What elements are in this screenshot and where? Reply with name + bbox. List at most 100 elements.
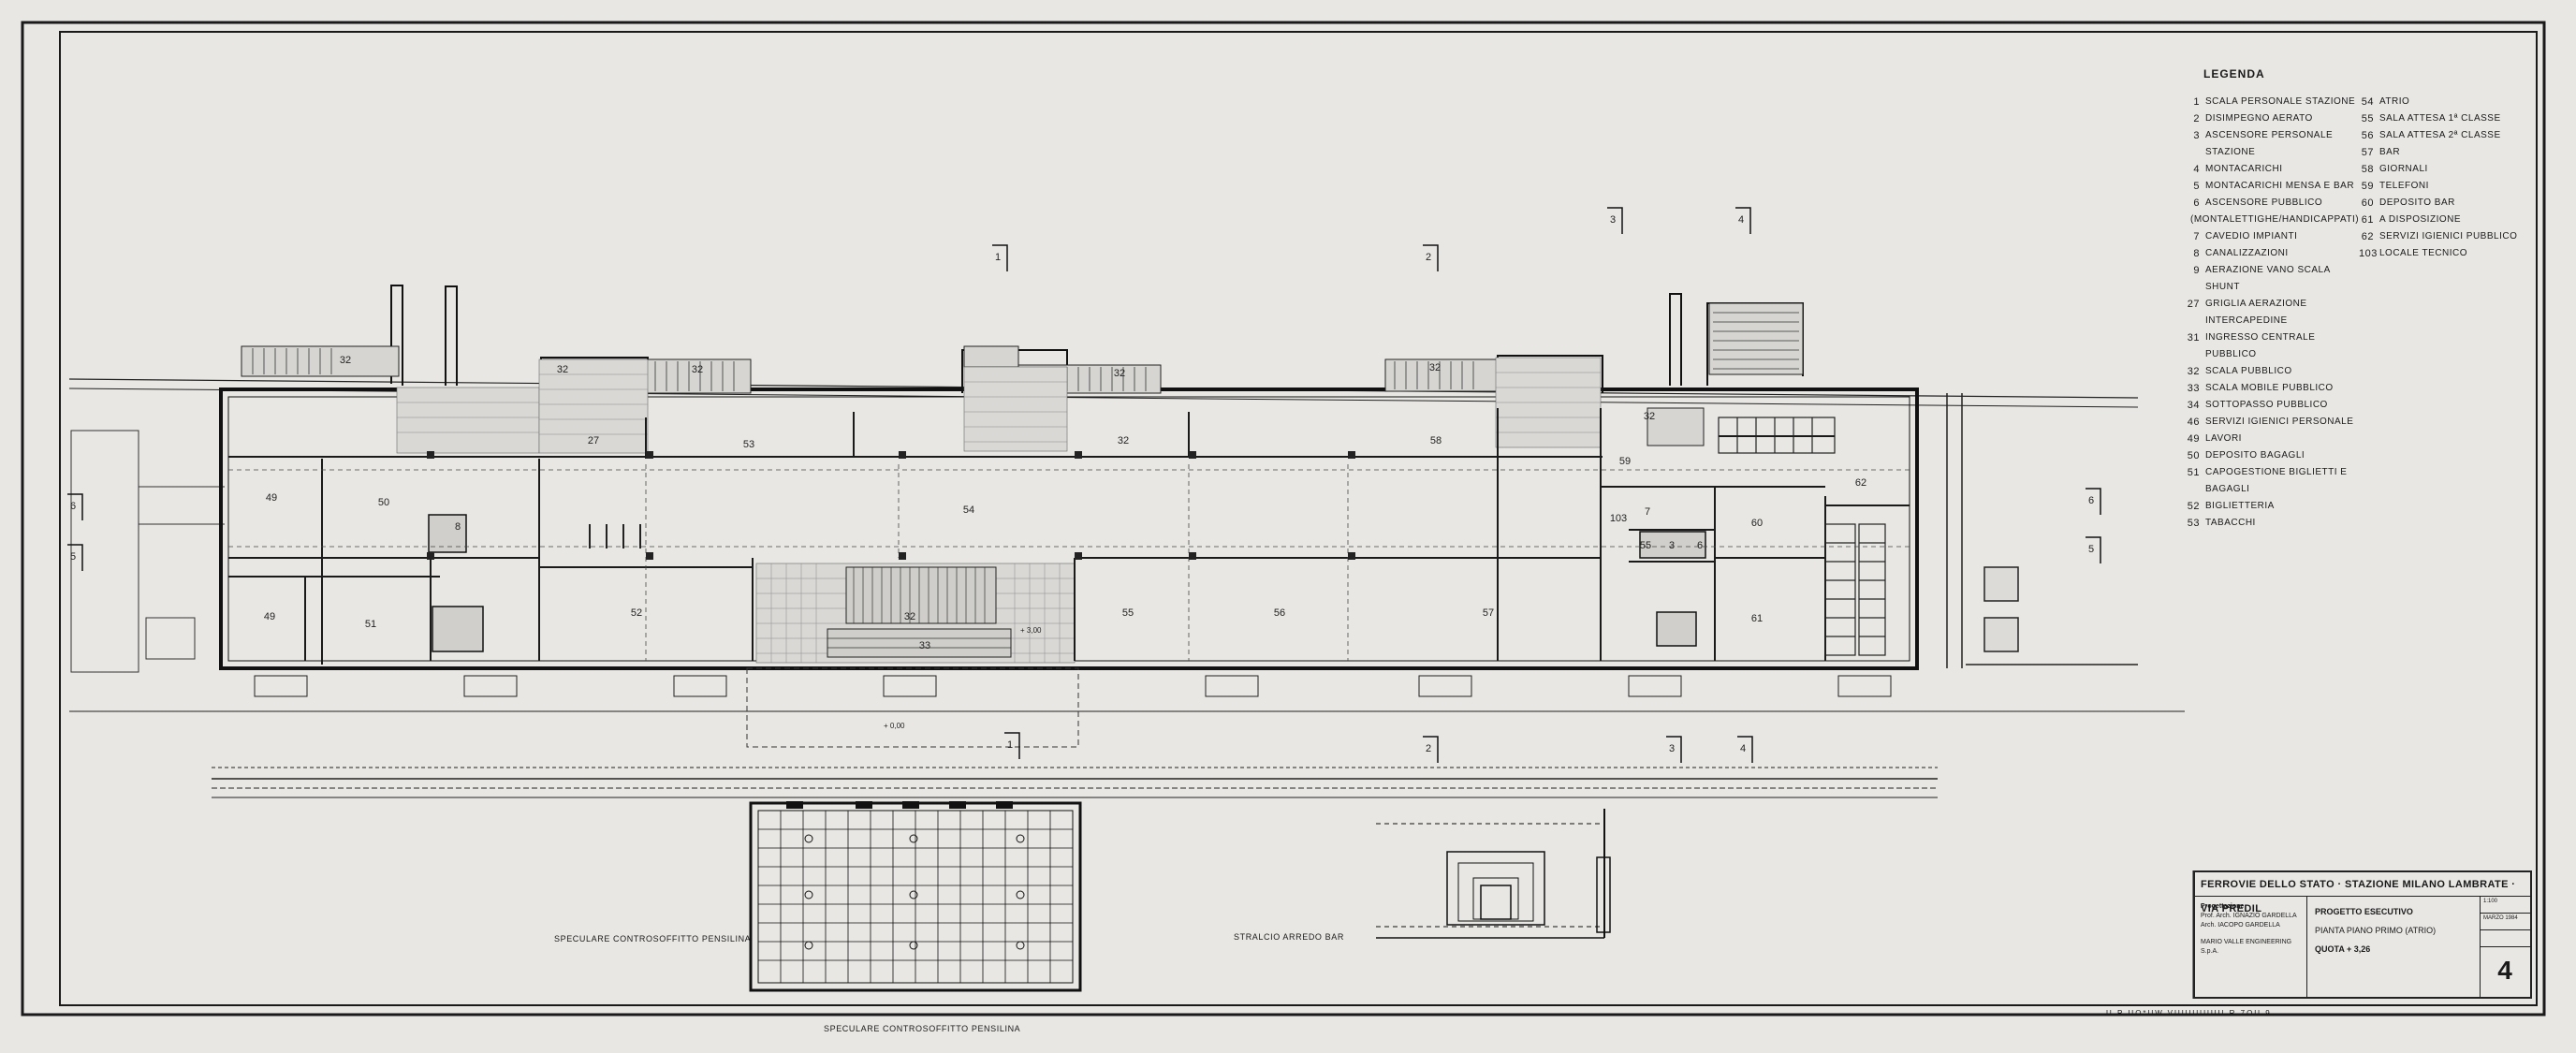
interior-partitions [228,408,1910,665]
legend-item-number: 34 [2187,400,2200,411]
legend-item-number: 8 [2193,248,2200,259]
legend-item-number: 31 [2187,332,2200,344]
legend-item-number: 61 [2361,214,2374,226]
room-label: 52 [631,607,642,619]
legend-item-text: AERAZIONE VANO SCALA SHUNT [2205,265,2331,292]
bar-detail [1376,809,1611,939]
room-label: 55 [1122,607,1134,619]
section-tick [1735,207,1751,234]
stair-treads [252,312,1799,391]
right-access [1946,393,2138,668]
legend-item-text: SCALA PUBBLICO [2205,366,2292,376]
section-label: 1 [995,252,1001,263]
bottom-note: U P UO*UW.VUUUUUUU R 7OU 9 [2106,1009,2272,1017]
section-tick [67,493,83,520]
room-label: 51 [365,619,376,630]
legend-item-number: 4 [2193,164,2200,175]
legend-item: (MONTALETTIGHE/HANDICAPPATI) [2185,212,2359,228]
room-label: 103 [1610,513,1627,524]
ceiling-caption: SPECULARE CONTROSOFFITTO PENSILINA [554,934,752,943]
legend-item-text: SERVIZI IGIENICI PUBBLICO [2379,231,2518,241]
section-tick [1423,736,1439,763]
title-block-credits: Progettazione Prof. Arch. IGNAZIO GARDEL… [2195,897,2307,997]
elevation-label-platform: + 0,00 [884,722,905,730]
legend-item-number: 1 [2193,96,2200,108]
room-label: 32 [340,355,351,366]
legend-item-number: 6 [2193,197,2200,209]
room-label: 7 [1645,506,1650,518]
credit-line: Prof. Arch. IGNAZIO GARDELLA [2201,913,2297,919]
section-label: 1 [1007,739,1013,751]
legend-item-text: SALA ATTESA 1ª CLASSE [2379,113,2501,124]
legend-item-number [2185,481,2200,498]
columns [427,451,1355,560]
section-label: 3 [1610,214,1616,226]
legend-item-text: INGRESSO CENTRALE PUBBLICO [2205,332,2316,359]
room-label: 32 [1644,411,1655,422]
legend-item-text: MONTACARICHI [2205,164,2283,174]
central-escalators [827,566,1012,658]
legend-item: 52 BIGLIETTERIA [2185,498,2359,515]
legend-item-number: 9 [2193,265,2200,276]
legend-item-text: SOTTOPASSO PUBBLICO [2205,400,2328,410]
section-label: 6 [2088,495,2094,506]
room-label: 60 [1751,518,1763,529]
toilet-cubicles [1718,417,1886,656]
room-label: 32 [1114,368,1125,379]
dashed-grid [228,464,1910,661]
room-label: 8 [455,521,461,533]
title-block-meta: 1:100 MARZO 1984 [2480,897,2530,997]
legend-item-number: 55 [2361,113,2374,124]
legend-item-number: 27 [2187,299,2200,310]
date-value: MARZO 1984 [2481,914,2530,930]
legend-item-text: GIORNALI [2379,164,2428,174]
ticket-counter-marks [589,524,641,548]
room-label: 61 [1751,613,1763,624]
legend-item-number: 57 [2361,147,2374,158]
legend-item-text: GRIGLIA AERAZIONE INTERCAPEDINE [2205,299,2307,326]
legend-item-text: ASCENSORE PERSONALE STAZIONE [2205,130,2334,157]
sheet-number: 4 [2497,956,2512,985]
legend-item-number: 52 [2187,501,2200,512]
legend-item-text: LAVORI [2205,433,2242,444]
legend-item-number: 62 [2361,231,2374,242]
room-label: 54 [963,505,974,516]
legend-item-text: BIGLIETTERIA [2205,501,2275,511]
quota-level: QUOTA + 3,26 [2315,944,2371,954]
room-label: 58 [1430,435,1442,446]
room-label: 62 [1855,477,1866,489]
section-tick [1004,732,1020,759]
legend-item-text: ATRIO [2379,96,2410,107]
legend-item-text: LOCALE TECNICO [2379,248,2468,258]
legend-item-number: 49 [2187,433,2200,445]
drawing-name: PIANTA PIANO PRIMO (ATRIO) [2315,926,2437,935]
legend-item-number: 5 [2193,181,2200,192]
room-label: 32 [557,364,568,375]
section-tick [1423,244,1439,271]
section-label: 6 [70,501,76,512]
legend-item-number: 7 [2193,231,2200,242]
room-label: 27 [588,435,599,446]
section-tick [67,544,83,571]
legend-item-text: DEPOSITO BAGAGLI [2205,450,2305,461]
section-tick [992,244,1008,271]
room-label: 32 [1429,362,1441,373]
credit-line: Progettazione [2201,903,2245,910]
legend-item: 34 SOTTOPASSO PUBBLICO [2185,397,2359,414]
ceiling-lights [804,834,1025,950]
legend-item-number: 54 [2361,96,2374,108]
legend-item-number: 46 [2187,417,2200,428]
scale-value: 1:100 [2481,897,2530,914]
section-label: 4 [1738,214,1744,226]
room-label: 50 [378,497,389,508]
section-tick [1607,207,1623,234]
